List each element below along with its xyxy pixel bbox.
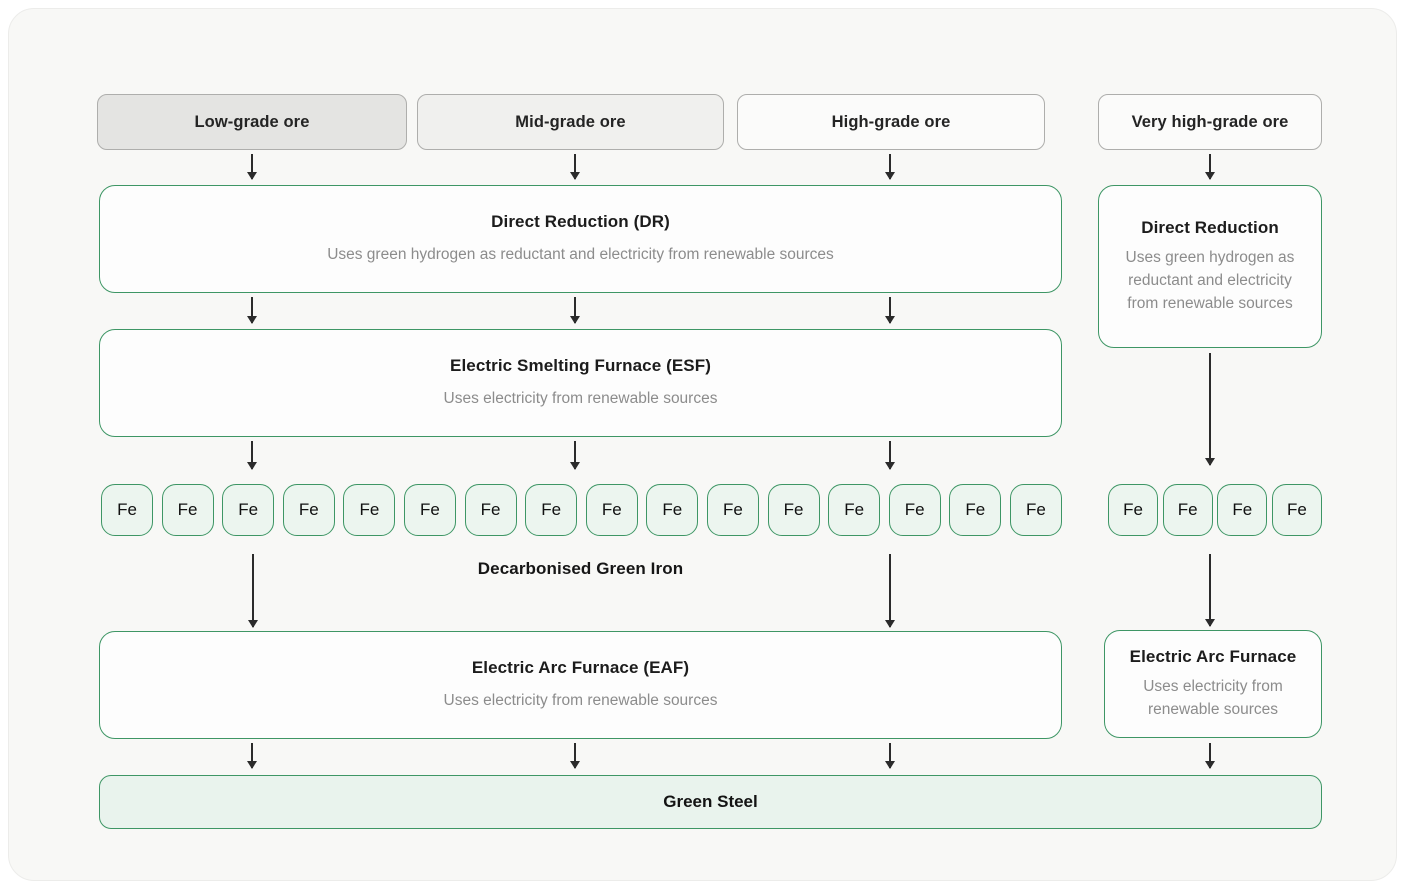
down-arrow <box>251 441 253 469</box>
direct-reduction-right-title: Direct Reduction <box>1141 218 1279 237</box>
down-arrow <box>889 743 891 768</box>
electric-arc-furnace-box: Electric Arc Furnace (EAF) Uses electric… <box>99 631 1062 739</box>
ore-label-very-high-grade: Very high-grade ore <box>1131 112 1289 131</box>
fe-chip: Fe <box>1271 484 1322 536</box>
fe-chip: Fe <box>1162 484 1213 536</box>
fe-chip: Fe <box>706 484 759 536</box>
fe-chip: Fe <box>1217 484 1268 536</box>
direct-reduction-subtitle: Uses green hydrogen as reductant and ele… <box>327 246 834 263</box>
down-arrow <box>251 743 253 768</box>
down-arrow <box>252 554 254 627</box>
green-steel-box: Green Steel <box>99 775 1322 829</box>
electric-smelting-furnace-box: Electric Smelting Furnace (ESF) Uses ele… <box>99 329 1062 437</box>
fe-chip: Fe <box>888 484 941 536</box>
fe-chip: Fe <box>464 484 517 536</box>
ore-label-high-grade: High-grade ore <box>831 112 951 131</box>
electric-arc-furnace-right-title: Electric Arc Furnace <box>1129 647 1297 666</box>
fe-chip: Fe <box>525 484 578 536</box>
green-iron-label: Decarbonised Green Iron <box>477 559 684 578</box>
direct-reduction-box: Direct Reduction (DR) Uses green hydroge… <box>99 185 1062 293</box>
down-arrow <box>1209 743 1211 768</box>
fe-chip: Fe <box>403 484 456 536</box>
ore-label-low-grade: Low-grade ore <box>194 112 310 131</box>
down-arrow <box>574 154 576 179</box>
down-arrow <box>574 441 576 469</box>
fe-chip: Fe <box>343 484 396 536</box>
electric-arc-furnace-subtitle: Uses electricity from renewable sources <box>443 692 718 709</box>
fe-chip: Fe <box>949 484 1002 536</box>
direct-reduction-right-box: Direct Reduction Uses green hydrogen as … <box>1098 185 1322 348</box>
down-arrow <box>889 554 891 627</box>
fe-chip: Fe <box>161 484 214 536</box>
fe-chip: Fe <box>222 484 275 536</box>
electric-arc-furnace-right-subtitle: Uses electricity from renewable sources <box>1143 678 1283 718</box>
ore-box-very-high-grade: Very high-grade ore <box>1098 94 1322 150</box>
fe-chip: Fe <box>282 484 335 536</box>
down-arrow <box>889 154 891 179</box>
fe-chip: Fe <box>828 484 881 536</box>
down-arrow <box>251 154 253 179</box>
fe-chip: Fe <box>1009 484 1062 536</box>
down-arrow <box>889 441 891 469</box>
down-arrow <box>1209 353 1211 465</box>
direct-reduction-right-subtitle: Uses green hydrogen as reductant and ele… <box>1125 249 1295 312</box>
fe-chip: Fe <box>101 484 153 536</box>
down-arrow <box>251 297 253 323</box>
fe-chip: Fe <box>646 484 699 536</box>
down-arrow <box>1209 554 1211 626</box>
fe-chip: Fe <box>767 484 820 536</box>
ore-box-high-grade: High-grade ore <box>737 94 1045 150</box>
fe-chip: Fe <box>1108 484 1158 536</box>
down-arrow <box>889 297 891 323</box>
ore-box-low-grade: Low-grade ore <box>97 94 407 150</box>
fe-chip: Fe <box>585 484 638 536</box>
electric-arc-furnace-right-box: Electric Arc Furnace Uses electricity fr… <box>1104 630 1322 738</box>
electric-arc-furnace-title: Electric Arc Furnace (EAF) <box>471 658 690 677</box>
ore-label-mid-grade: Mid-grade ore <box>515 112 626 131</box>
electric-smelting-furnace-subtitle: Uses electricity from renewable sources <box>443 390 718 407</box>
down-arrow <box>574 743 576 768</box>
green-steel-label: Green Steel <box>663 792 758 811</box>
diagram-card: Low-grade ore Mid-grade ore High-grade o… <box>8 8 1397 881</box>
ore-box-mid-grade: Mid-grade ore <box>417 94 724 150</box>
electric-smelting-furnace-title: Electric Smelting Furnace (ESF) <box>450 356 711 375</box>
down-arrow <box>1209 154 1211 179</box>
down-arrow <box>574 297 576 323</box>
direct-reduction-title: Direct Reduction (DR) <box>491 212 670 231</box>
